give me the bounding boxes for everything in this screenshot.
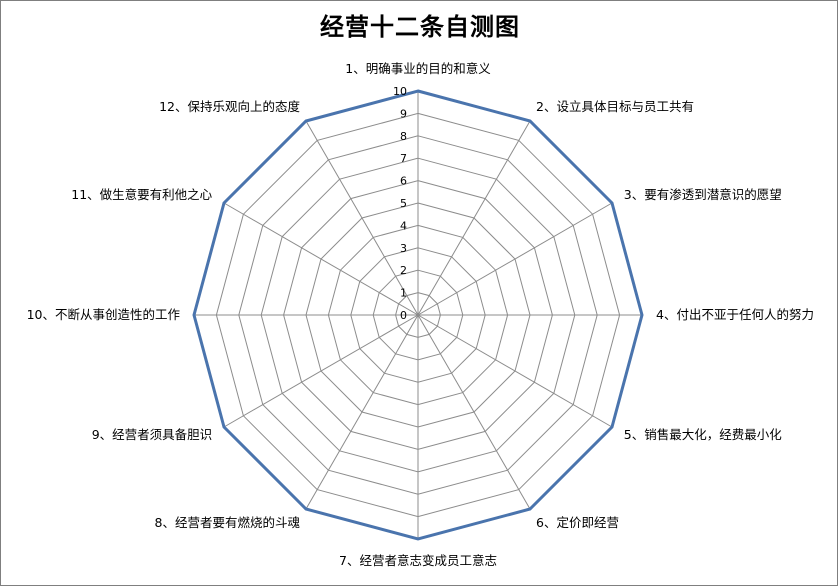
tick-label: 1: [400, 287, 407, 300]
tick-label: 6: [400, 175, 407, 188]
chart-title: 经营十二条自测图: [320, 12, 520, 41]
category-label: 2、设立具体目标与员工共有: [536, 99, 694, 114]
category-label: 8、经营者要有燃烧的斗魂: [155, 515, 300, 530]
category-label: 10、不断从事创造性的工作: [27, 307, 181, 322]
category-label: 5、销售最大化，经费最小化: [624, 427, 782, 442]
tick-label: 3: [400, 242, 407, 255]
category-label: 11、做生意要有利他之心: [71, 187, 212, 202]
tick-label: 4: [400, 219, 407, 232]
category-label: 3、要有渗透到潜意识的愿望: [624, 187, 782, 202]
spoke-5: [417, 314, 613, 428]
tick-label: 5: [400, 197, 407, 210]
category-label: 12、保持乐观向上的态度: [159, 99, 300, 114]
category-label: 7、经营者意志变成员工意志: [339, 553, 497, 568]
category-label: 1、明确事业的目的和意义: [345, 61, 491, 76]
spoke-6: [417, 314, 531, 510]
category-label: 4、付出不亚于任何人的努力: [656, 307, 814, 322]
tick-label: 0: [400, 309, 407, 322]
spoke-12: [305, 120, 419, 316]
category-label: 9、经营者须具备胆识: [92, 427, 212, 442]
spoke-3: [417, 202, 613, 316]
spoke-11: [223, 202, 419, 316]
tick-label: 7: [400, 152, 407, 165]
tick-label: 2: [400, 264, 407, 277]
series-line: [192, 89, 644, 541]
spoke-9: [223, 314, 419, 428]
spoke-2: [417, 120, 531, 316]
tick-label: 10: [393, 85, 407, 98]
spoke-8: [305, 314, 419, 510]
category-label: 6、定价即经营: [536, 515, 619, 530]
tick-label: 8: [400, 130, 407, 143]
tick-label: 9: [400, 107, 407, 120]
